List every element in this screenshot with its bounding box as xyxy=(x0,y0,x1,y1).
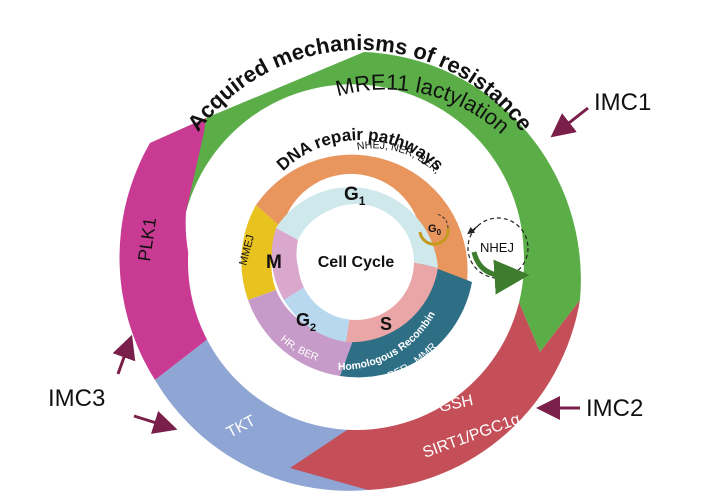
mre11-segment xyxy=(150,52,581,352)
s-label: S xyxy=(380,314,392,334)
g1-phase xyxy=(276,187,438,268)
tkt-segment xyxy=(155,328,368,491)
m-phase xyxy=(271,228,306,300)
gsh-segment xyxy=(290,300,580,490)
imc3-label: IMC3 xyxy=(48,385,105,412)
m-label: M xyxy=(266,252,282,273)
mmej-segment xyxy=(241,205,282,300)
imc1-label: IMC1 xyxy=(594,89,651,116)
g0-label: G0 xyxy=(428,223,442,237)
g1-label: G1 xyxy=(344,184,366,208)
nhej-loop-label: NHEJ xyxy=(480,240,514,255)
imc2-label: IMC2 xyxy=(586,395,643,422)
hr-ber-segment xyxy=(248,290,356,376)
gsh-label: GSH xyxy=(437,392,474,416)
g2-label: G2 xyxy=(296,310,316,334)
nhej-ner-ber-segment xyxy=(256,154,468,290)
g2-phase xyxy=(284,286,350,342)
plk1-segment xyxy=(119,118,222,380)
cell-cycle-label: Cell Cycle xyxy=(318,254,395,271)
